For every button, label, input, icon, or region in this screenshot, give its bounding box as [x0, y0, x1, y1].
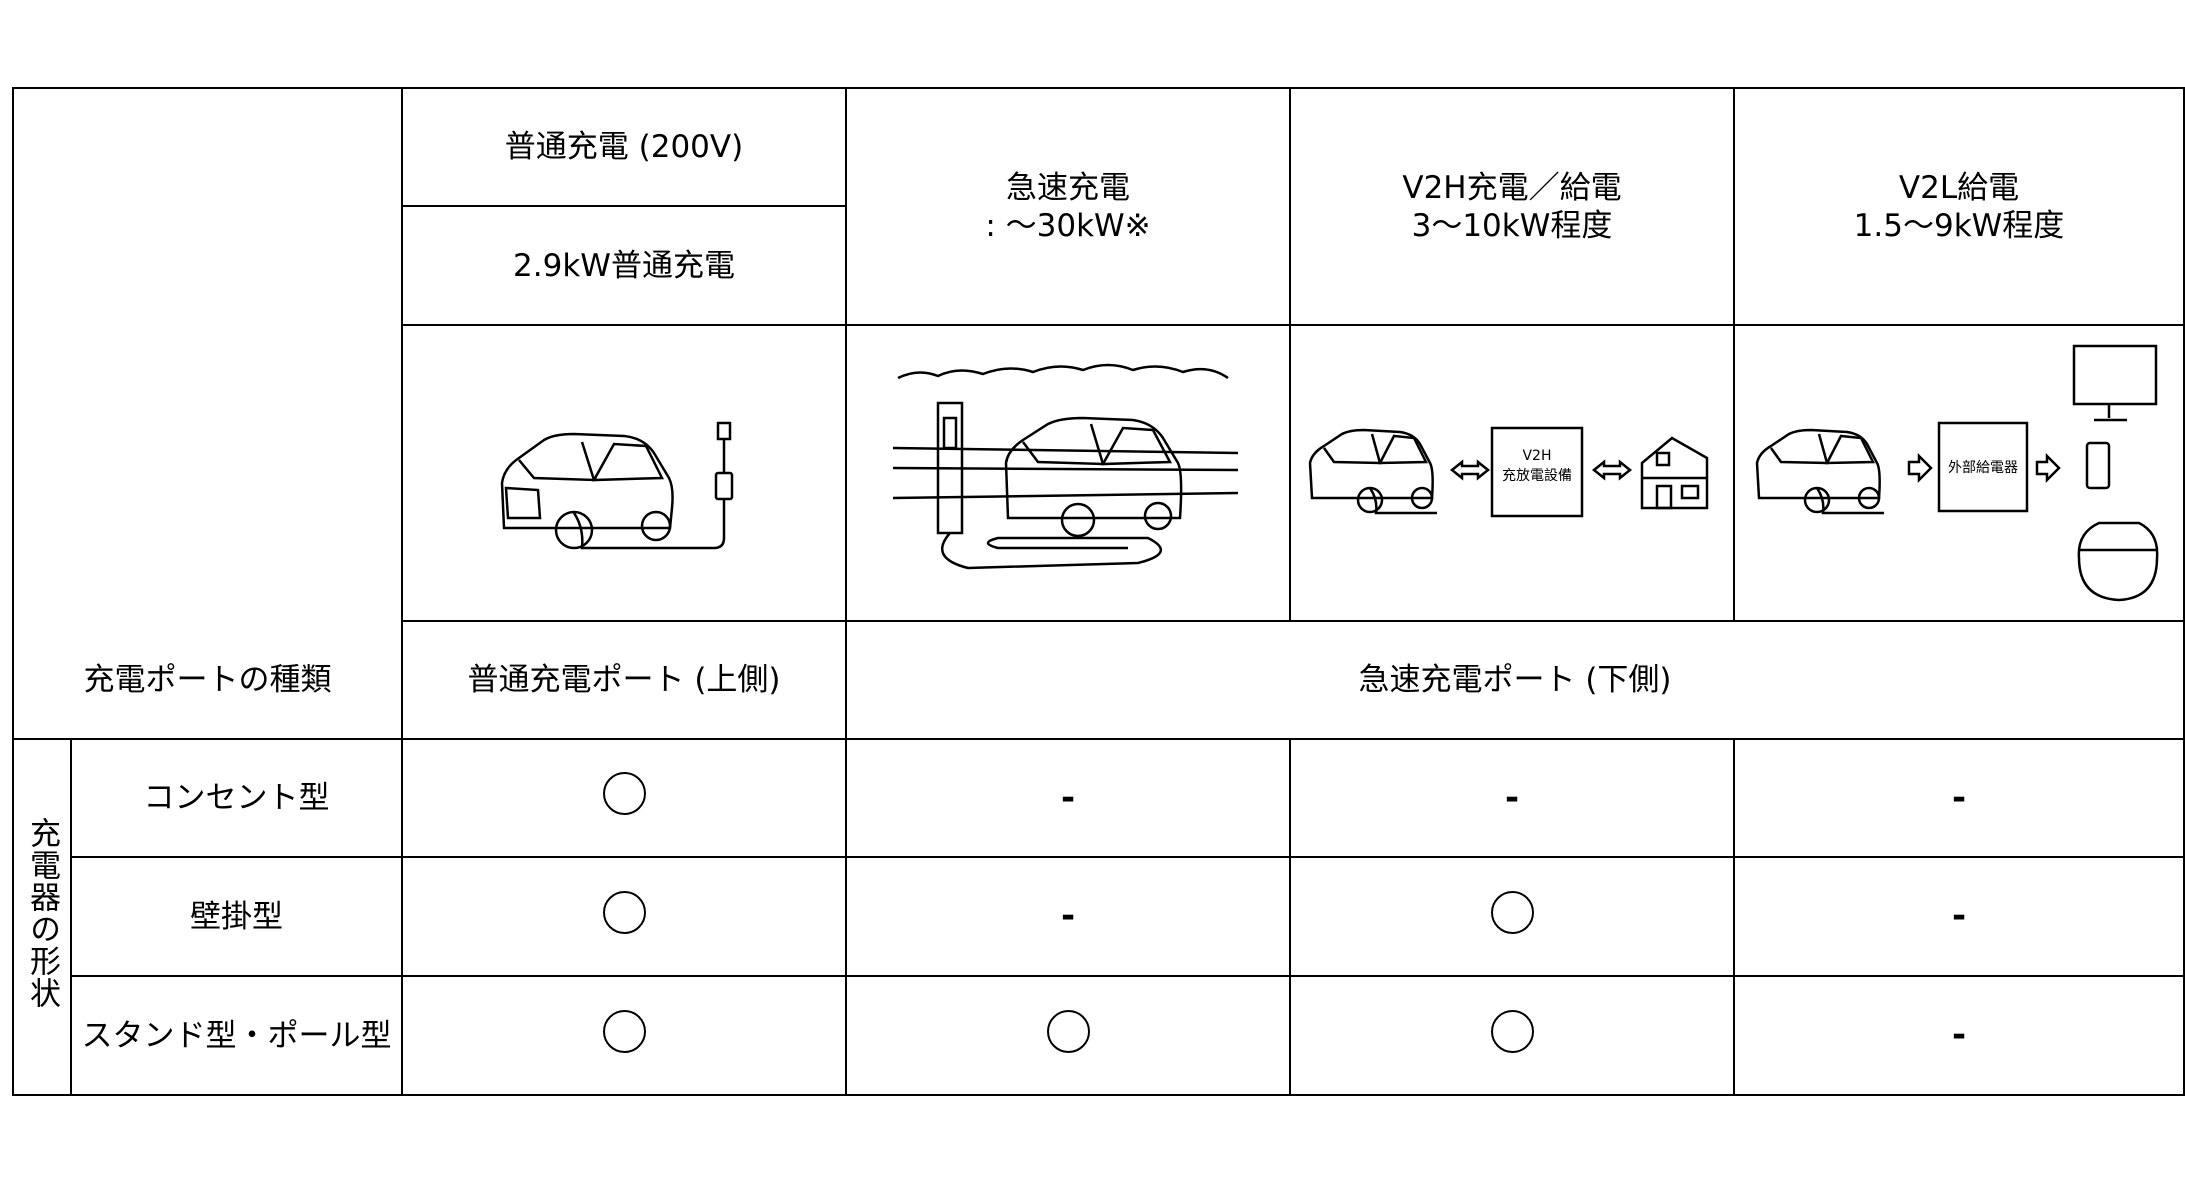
outlet-quick-cell: - [845, 738, 1291, 858]
not-available-dash: - [1951, 1015, 1967, 1055]
v2l-power: 1.5～9kW程度 [1853, 207, 2065, 244]
v2l-header: V2L給電 1.5～9kW程度 [1733, 87, 2185, 326]
stand-quick-cell [845, 975, 1291, 1096]
wall-v2h-cell [1289, 856, 1735, 977]
v2h-diagram-icon: V2H 充放電設備 [1308, 426, 1709, 518]
not-available-dash: - [1060, 896, 1076, 936]
normal-charge-subtitle: 2.9kW普通充電 [401, 205, 847, 326]
charging-comparison-table: 普通充電 (200V) 急速充電 : ～30kW※ V2H充電／給電 3～10k… [12, 87, 2185, 1096]
row-label-wall-mount: 壁掛型 [70, 856, 403, 977]
quick-charge-illustration [845, 324, 1291, 622]
car-with-portable-charger-icon [500, 421, 734, 550]
wall-quick-cell: - [845, 856, 1291, 977]
v2l-diagram-icon: 外部給電器 [1755, 344, 2159, 602]
available-circle-icon [1490, 890, 1534, 934]
v2l-box-label: 外部給電器 [1948, 460, 2018, 476]
v2h-power: 3～10kW程度 [1411, 207, 1613, 244]
available-circle-icon [602, 772, 646, 815]
wall-normal-cell [401, 856, 847, 977]
not-available-dash: - [1060, 777, 1076, 818]
quick-charge-power: : ～30kW※ [985, 207, 1151, 244]
not-available-dash: - [1951, 896, 1967, 936]
available-circle-icon [1046, 1009, 1090, 1053]
quick-charger-station-icon [892, 363, 1239, 570]
normal-charge-illustration [401, 324, 847, 622]
v2l-illustration: 外部給電器 [1733, 324, 2185, 622]
empty-corner-cell [12, 87, 403, 621]
normal-port-type: 普通充電ポート (上側) [401, 620, 847, 740]
row-label-stand-pole: スタンド型・ポール型 [70, 975, 403, 1096]
available-circle-icon [1490, 1009, 1534, 1053]
stand-normal-cell [401, 975, 847, 1096]
not-available-dash: - [1951, 777, 1967, 818]
available-circle-icon [602, 890, 646, 934]
v2h-illustration: V2H 充放電設備 [1289, 324, 1735, 622]
charger-shape-group-label: 充電器の形状 [12, 738, 72, 1096]
outlet-normal-cell [401, 738, 847, 858]
wall-v2l-cell: - [1733, 856, 2185, 977]
v2h-header: V2H充電／給電 3～10kW程度 [1289, 87, 1735, 326]
available-circle-icon [602, 1009, 646, 1053]
quick-charge-header: 急速充電 : ～30kW※ [845, 87, 1291, 326]
port-type-label: 充電ポートの種類 [12, 621, 403, 740]
v2h-box-line1: V2H [1522, 448, 1551, 464]
not-available-dash: - [1504, 777, 1520, 818]
stand-v2h-cell [1289, 975, 1735, 1096]
v2l-title: V2L給電 [1898, 169, 2020, 206]
quick-port-type: 急速充電ポート (下側) [845, 620, 2185, 740]
outlet-v2h-cell: - [1289, 738, 1735, 858]
stand-v2l-cell: - [1733, 975, 2185, 1096]
v2h-title: V2H充電／給電 [1402, 169, 1622, 206]
row-label-outlet: コンセント型 [70, 738, 403, 858]
outlet-v2l-cell: - [1733, 738, 2185, 858]
charger-shape-vertical-text: 充電器の形状 [24, 816, 60, 1009]
v2h-box-line2: 充放電設備 [1502, 468, 1572, 484]
normal-charge-title: 普通充電 (200V) [401, 87, 847, 207]
quick-charge-title: 急速充電 [1006, 169, 1130, 206]
